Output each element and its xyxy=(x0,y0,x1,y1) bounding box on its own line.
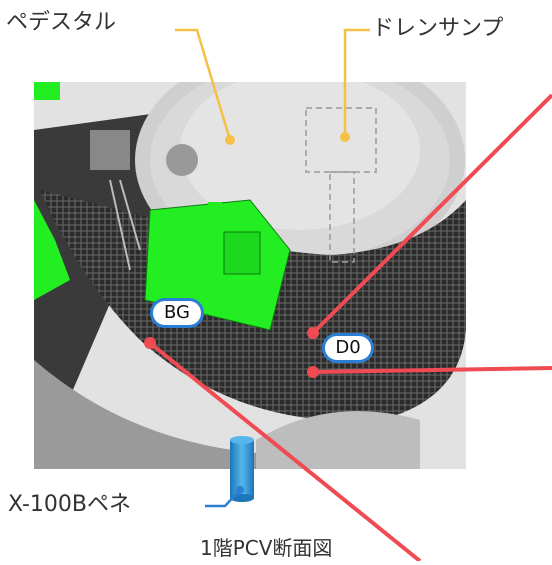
render-photo xyxy=(34,82,466,469)
penetration-label: X-100Bペネ xyxy=(8,492,131,517)
red-line-mid xyxy=(312,366,552,374)
badge-d0: D0 xyxy=(322,333,374,363)
drain-sump-label: ドレンサンプ xyxy=(372,16,504,41)
caption-label: 1階PCV断面図 xyxy=(200,536,333,560)
red-line-d0-upper xyxy=(311,93,552,335)
leader-line-drain-sump xyxy=(343,28,370,137)
red-dot-mid xyxy=(307,366,319,378)
x100b-pipe xyxy=(205,436,254,508)
red-dot-bg xyxy=(144,337,156,349)
pedestal-label: ペデスタル xyxy=(6,10,117,35)
badge-bg: BG xyxy=(150,298,204,328)
leader-dot-drain-sump xyxy=(340,132,350,142)
red-line-bg xyxy=(148,341,422,563)
red-dot-d0 xyxy=(307,327,319,339)
leader-dot-pedestal xyxy=(225,135,235,145)
leader-line-pedestal xyxy=(175,28,232,141)
